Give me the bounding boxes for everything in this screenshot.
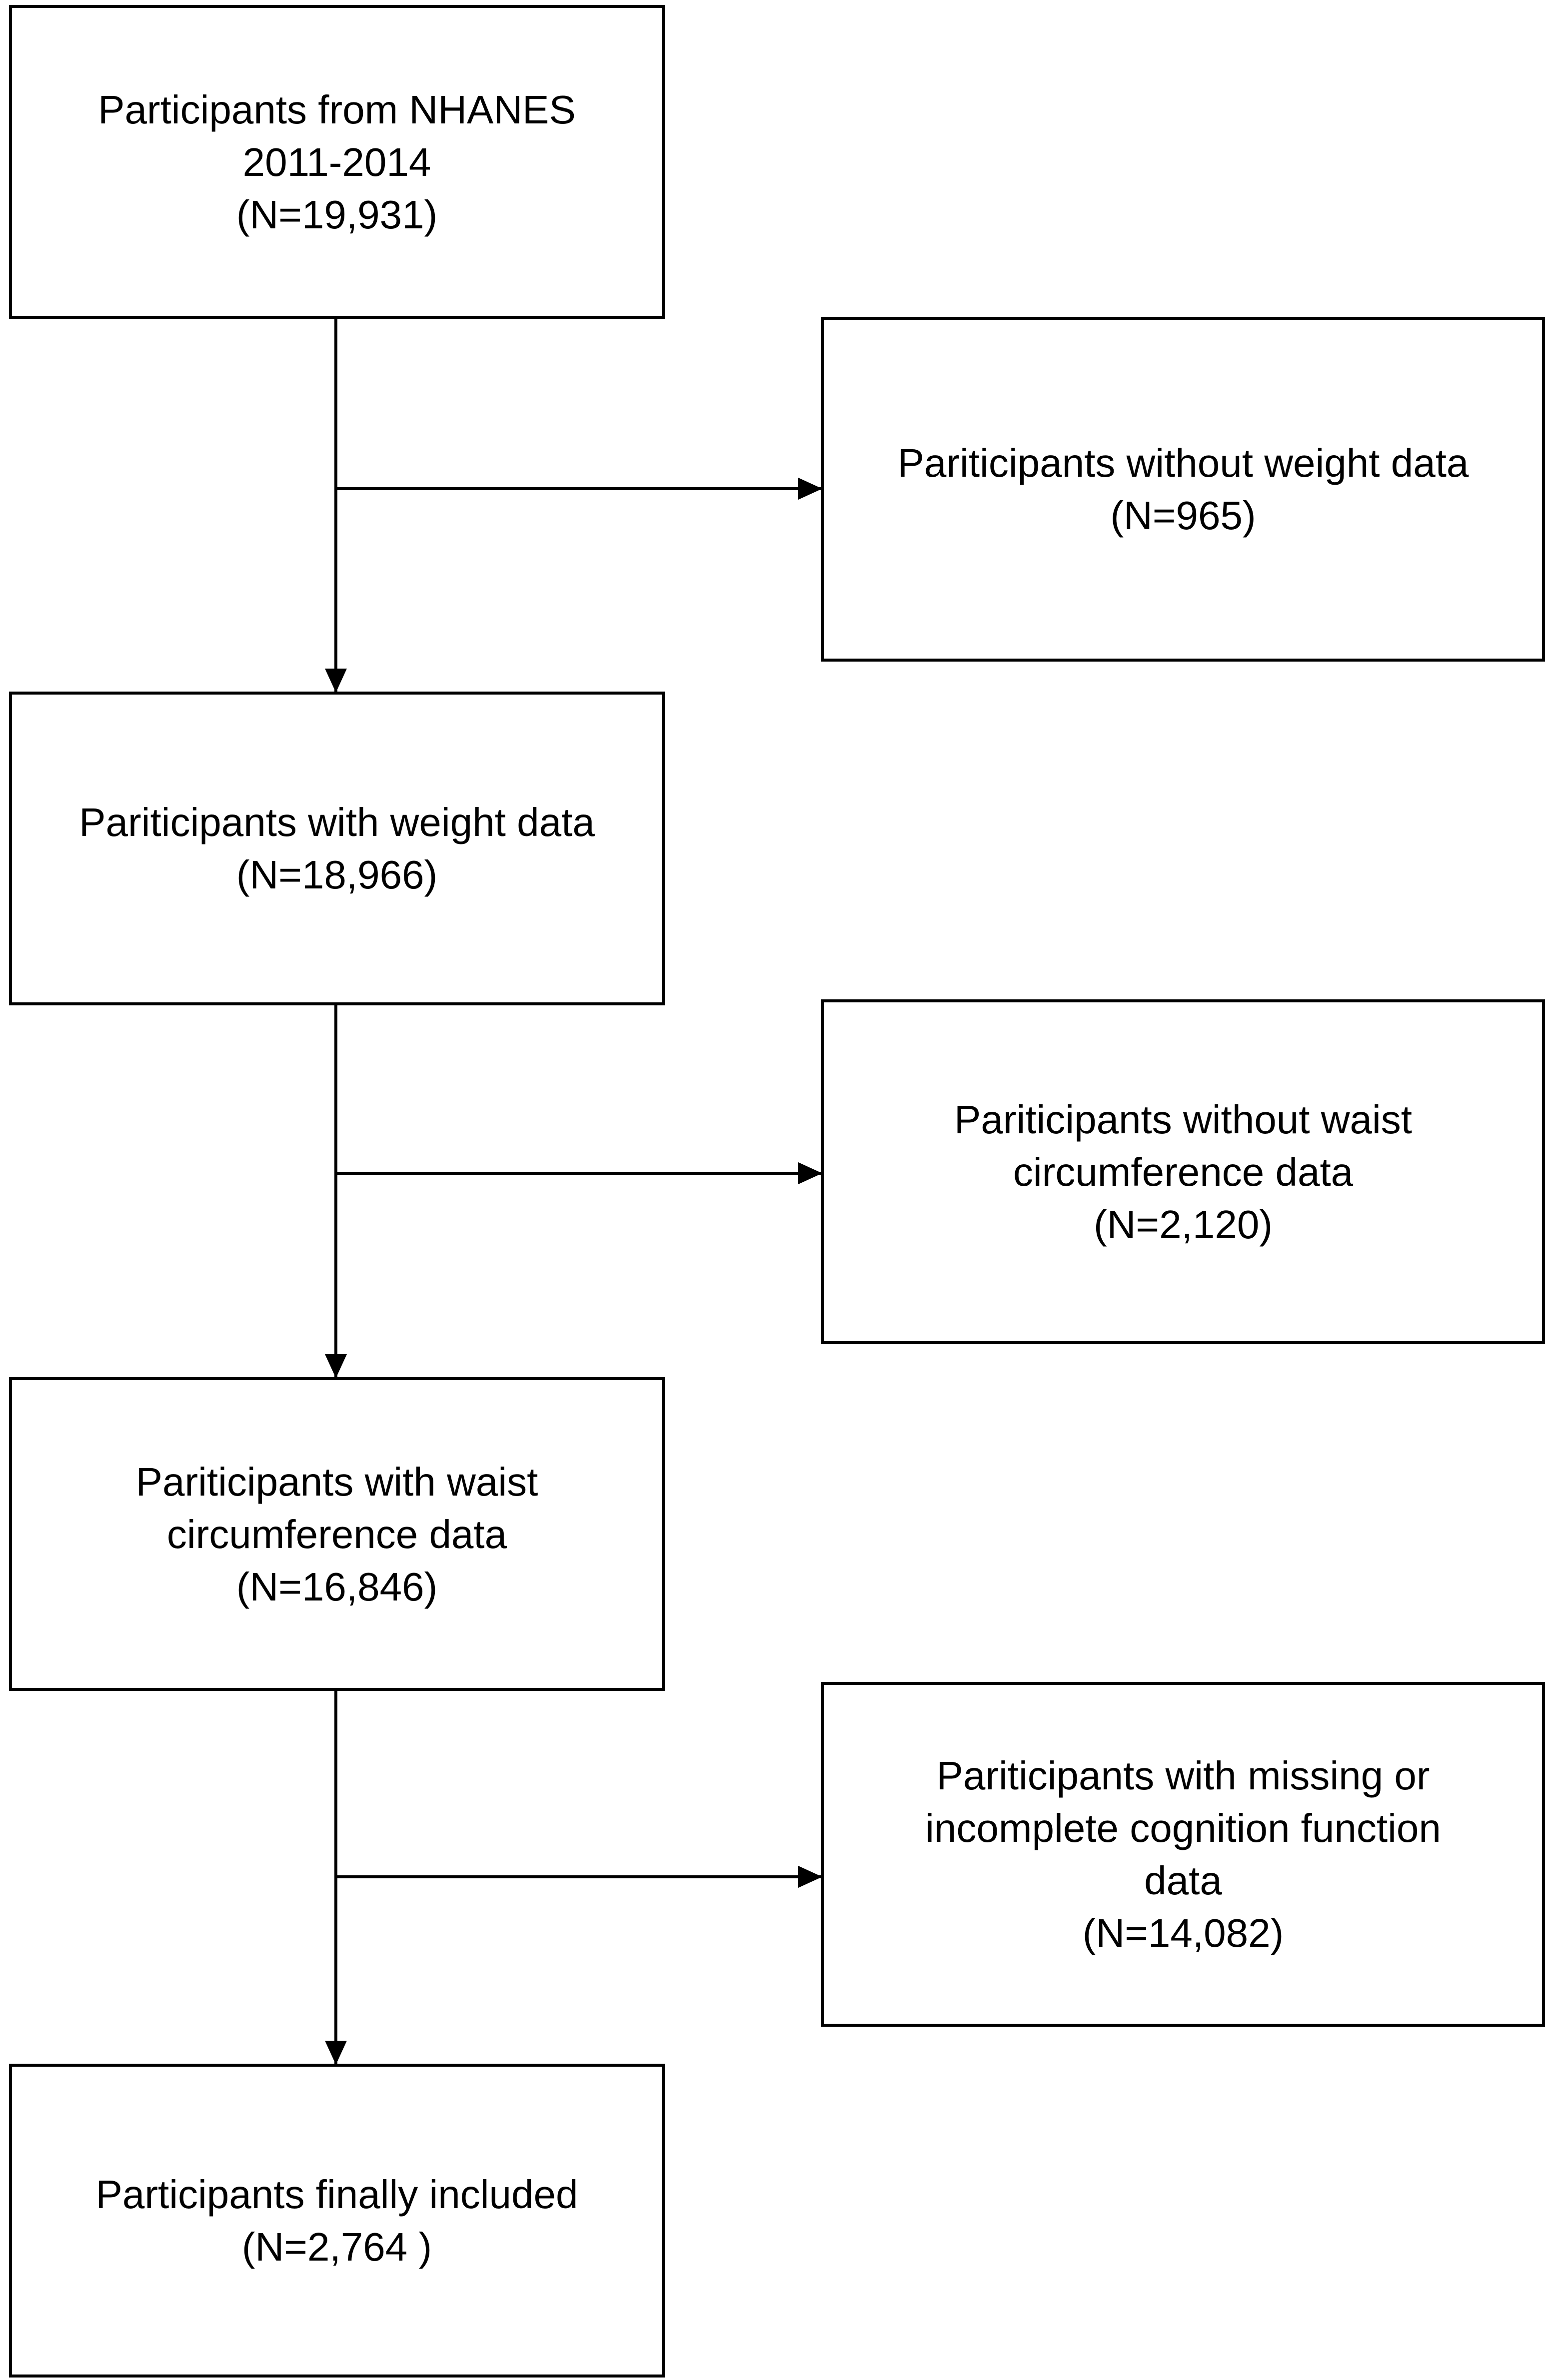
box-line: Pariticipants with waist [135, 1459, 538, 1504]
box-exclusion-no-waist-text: Pariticipants without waist circumferenc… [954, 1093, 1412, 1251]
box-line: Pariticipants with weight data [79, 800, 595, 844]
box-line: Pariticipants with missing or [936, 1753, 1430, 1798]
box-line: data [1144, 1858, 1222, 1903]
box-line: circumference data [1013, 1149, 1354, 1194]
box-line: (N=19,931) [236, 192, 438, 237]
box-exclusion-missing-cognition: Pariticipants with missing or incomplete… [821, 1682, 1545, 2027]
box-line: (N=14,082) [1082, 1911, 1284, 1955]
box-line: incomplete cognition function [925, 1806, 1441, 1850]
box-with-waist-data: Pariticipants with waist circumference d… [9, 1377, 665, 1691]
box-exclusion-no-weight: Pariticipants without weight data (N=965… [821, 317, 1545, 662]
box-line: circumference data [166, 1512, 507, 1557]
box-with-waist-data-text: Pariticipants with waist circumference d… [136, 1456, 538, 1613]
box-with-weight-data-text: Pariticipants with weight data (N=18,966… [79, 796, 595, 901]
box-finally-included-text: Participants finally included (N=2,764 ) [96, 2168, 578, 2273]
box-line: Participants from NHANES [98, 87, 576, 132]
box-exclusion-missing-cognition-text: Pariticipants with missing or incomplete… [925, 1749, 1441, 1959]
box-line: 2011-2014 [242, 139, 431, 184]
box-nhanes-participants: Participants from NHANES 2011-2014 (N=19… [9, 5, 665, 319]
box-line: Pariticipants without weight data [897, 441, 1469, 485]
box-line: (N=18,966) [236, 852, 438, 897]
box-exclusion-no-waist: Pariticipants without waist circumferenc… [821, 999, 1545, 1344]
box-with-weight-data: Pariticipants with weight data (N=18,966… [9, 692, 665, 1005]
box-finally-included: Participants finally included (N=2,764 ) [9, 2064, 665, 2378]
box-line: Pariticipants without waist [954, 1097, 1412, 1142]
box-exclusion-no-weight-text: Pariticipants without weight data (N=965… [898, 437, 1469, 542]
box-line: (N=16,846) [236, 1564, 438, 1609]
box-nhanes-participants-text: Participants from NHANES 2011-2014 (N=19… [98, 83, 576, 241]
box-line: (N=965) [1110, 493, 1256, 538]
box-line: (N=2,120) [1094, 1202, 1273, 1247]
box-line: (N=2,764 ) [241, 2225, 432, 2269]
box-line: Participants finally included [95, 2172, 578, 2217]
